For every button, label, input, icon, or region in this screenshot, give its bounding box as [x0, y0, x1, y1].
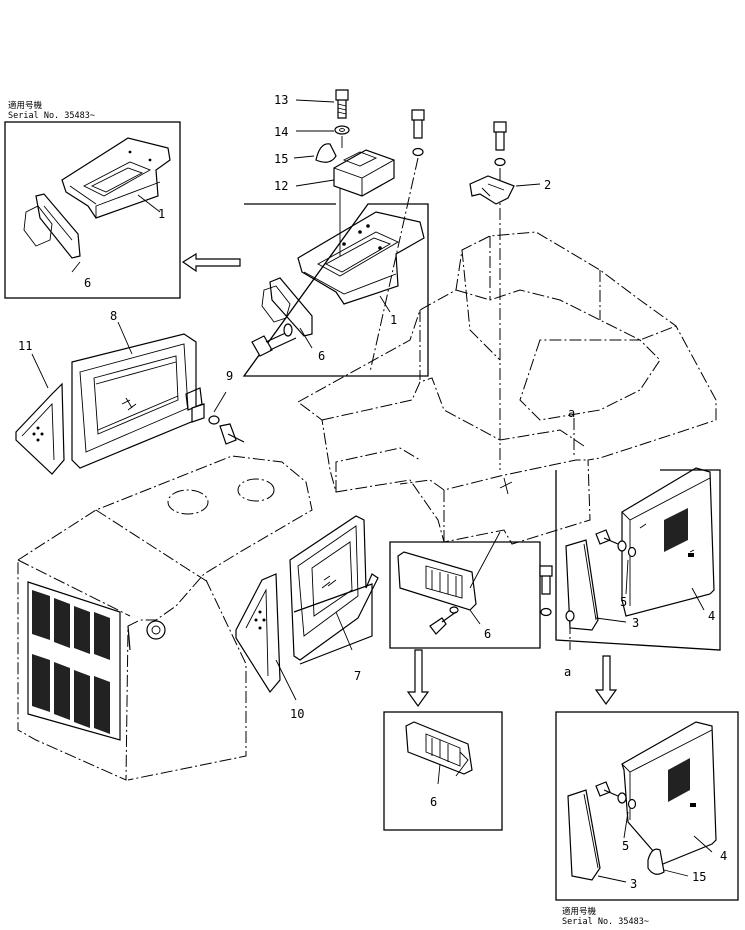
- label-part-15-inset: 15: [692, 870, 706, 884]
- label-part-1-middle: 1: [390, 313, 397, 327]
- label-part-5-inset: 5: [622, 839, 629, 853]
- inset-bottom-middle: [383, 711, 503, 831]
- parts-12-15: [293, 89, 395, 197]
- ref-a-upper: a: [568, 406, 575, 420]
- label-part-6-middle: 6: [318, 349, 325, 363]
- label-part-6-lower-middle: 6: [484, 627, 491, 641]
- inset-top-left-caption-1: 適用号機: [8, 100, 43, 111]
- label-part-3-right: 3: [632, 616, 639, 630]
- label-part-8: 8: [110, 309, 117, 323]
- label-part-1-inset: 1: [158, 207, 165, 221]
- label-part-14: 14: [274, 125, 288, 139]
- arrow-down-icon-middle: [406, 649, 430, 708]
- label-part-9: 9: [226, 369, 233, 383]
- label-part-11: 11: [18, 339, 32, 353]
- label-part-12: 12: [274, 179, 288, 193]
- label-part-7: 7: [354, 669, 361, 683]
- label-part-10: 10: [290, 707, 304, 721]
- lower-middle-detail: [389, 531, 541, 649]
- inset-bottom-right: 適用号機 Serial No. 35483~: [555, 711, 739, 927]
- bolts-upper: [369, 109, 541, 470]
- inset-bottom-right-caption-1: 適用号機: [562, 906, 597, 917]
- inset-bottom-right-caption-2: Serial No. 35483~: [562, 917, 649, 927]
- label-part-13: 13: [274, 93, 288, 107]
- control-box-detail: [242, 185, 429, 377]
- label-part-2: 2: [544, 178, 551, 192]
- label-part-15-top: 15: [274, 152, 288, 166]
- panel-7-group: [235, 515, 379, 701]
- inset-top-left-caption-2: Serial No. 35483~: [8, 111, 95, 121]
- label-part-5-right: 5: [620, 595, 627, 609]
- arrow-down-icon-right: [594, 655, 618, 706]
- label-part-3-inset: 3: [630, 877, 637, 891]
- label-part-4-right: 4: [708, 609, 715, 623]
- label-part-6-inset-top: 6: [84, 276, 91, 290]
- arrow-left-icon: [181, 252, 241, 273]
- engine-hood: [17, 455, 313, 781]
- label-part-4-inset: 4: [720, 849, 727, 863]
- ref-a-lower: a: [564, 665, 571, 679]
- floor-frame: [297, 231, 717, 545]
- right-cover-detail: [539, 467, 721, 651]
- panel-8-group: [15, 321, 245, 475]
- label-part-6-inset-bottom: 6: [430, 795, 437, 809]
- inset-top-left: 適用号機 Serial No. 35483~: [4, 100, 181, 299]
